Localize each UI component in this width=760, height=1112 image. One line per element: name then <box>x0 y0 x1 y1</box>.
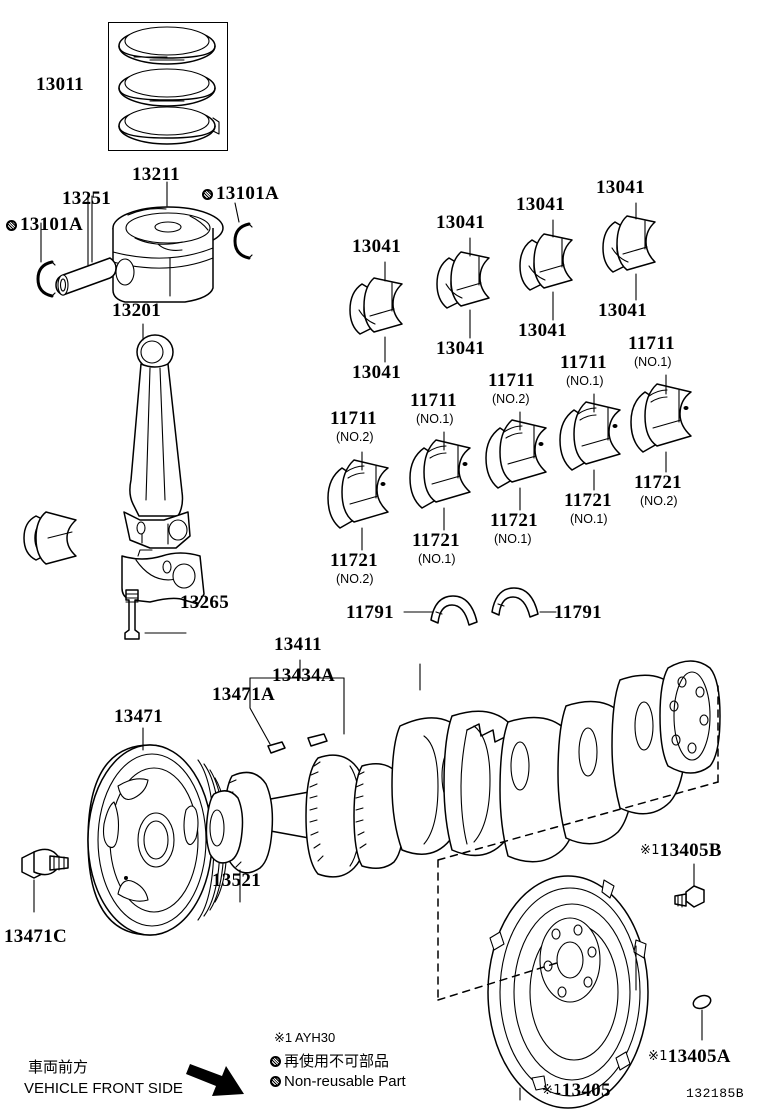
piston-pin-art <box>55 257 117 296</box>
label-main-bearing-4-upper: 11711 <box>560 352 607 373</box>
legend-nonreuse-en: Non-reusable Part <box>270 1073 406 1090</box>
piston-ring-box <box>108 22 228 151</box>
note-star-mark: ※1 <box>640 843 660 858</box>
label-main-bearing-3-upper: 11711 <box>488 370 535 391</box>
label-piston-ring-set: 13011 <box>36 74 84 95</box>
crankshaft-art <box>257 660 721 878</box>
snap-ring-left-art <box>36 260 56 298</box>
legend-nonreuse-ja: 再使用不可部品 <box>270 1050 389 1071</box>
label-connecting-rod-bolt: 13265 <box>180 592 229 613</box>
label-crank-key: 13471A <box>212 684 276 705</box>
label-main-bearing-5-upper-no: (NO.1) <box>634 355 672 369</box>
crank-sprocket-art <box>205 771 274 903</box>
label-flywheel: ※113405 <box>542 1080 611 1101</box>
label-crankshaft: 13411 <box>274 634 322 655</box>
label-piston: 13211 <box>132 164 180 185</box>
label-thrust-washer-left: 11791 <box>346 602 394 623</box>
non-reusable-dot-icon <box>6 220 17 231</box>
snap-ring-right-art <box>233 222 253 260</box>
label-pulley-bolt: 13471C <box>4 926 68 947</box>
flywheel-bolt-art <box>674 863 705 908</box>
connecting-rod-art <box>23 334 205 640</box>
piston-rings-art <box>118 26 220 145</box>
label-main-bearing-4-lower-no: (NO.1) <box>570 512 608 526</box>
label-main-bearing-4-upper-no: (NO.1) <box>566 374 604 388</box>
piston-art <box>112 206 224 303</box>
label-main-bearing-1-upper: 11711 <box>330 408 377 429</box>
label-rod-bearing-1-top: 13041 <box>352 236 401 257</box>
label-snap-ring-left: 13101A <box>6 214 83 236</box>
label-connecting-rod: 13201 <box>112 300 161 321</box>
non-reusable-dot-icon <box>270 1056 281 1067</box>
label-main-bearing-5-lower-no: (NO.2) <box>640 494 678 508</box>
thrust-washers-art <box>403 587 557 626</box>
front-arrow-art <box>186 1064 244 1096</box>
label-crank-pulley: 13471 <box>114 706 163 727</box>
note-star-mark: ※1 <box>542 1083 562 1098</box>
label-main-bearing-5-lower: 11721 <box>634 472 682 493</box>
flywheel-art <box>487 875 649 1109</box>
label-rod-bearing-4-bottom: 13041 <box>598 300 647 321</box>
label-main-bearing-3-upper-no: (NO.2) <box>492 392 530 406</box>
label-main-bearing-1-lower: 11721 <box>330 550 378 571</box>
rod-bearings-art <box>349 202 656 363</box>
label-main-bearing-2-upper: 11711 <box>410 390 457 411</box>
legend-front-en: VEHICLE FRONT SIDE <box>24 1080 183 1097</box>
label-rod-bearing-2-top: 13041 <box>436 212 485 233</box>
label-main-bearing-2-upper-no: (NO.1) <box>416 412 454 426</box>
label-main-bearing-2-lower: 11721 <box>412 530 460 551</box>
label-thrust-washer-right: 11791 <box>554 602 602 623</box>
label-main-bearing-5-upper: 11711 <box>628 333 675 354</box>
label-rod-bearing-2-bottom: 13041 <box>436 338 485 359</box>
label-main-bearing-3-lower: 11721 <box>490 510 538 531</box>
label-flywheel-bolt: ※113405B <box>640 840 722 861</box>
label-piston-pin: 13251 <box>62 188 111 209</box>
label-main-bearing-2-lower-no: (NO.1) <box>418 552 456 566</box>
label-main-bearing-4-lower: 11721 <box>564 490 612 511</box>
main-bearings-art <box>327 374 692 551</box>
label-rod-bearing-4-top: 13041 <box>596 177 645 198</box>
label-main-bearing-1-upper-no: (NO.2) <box>336 430 374 444</box>
label-crank-timing-gear: 13434A <box>272 665 336 686</box>
non-reusable-dot-icon <box>202 189 213 200</box>
label-main-bearing-1-lower-no: (NO.2) <box>336 572 374 586</box>
note-star-mark: ※1 <box>648 1049 668 1064</box>
legend-front-ja: 車両前方 <box>28 1058 89 1076</box>
label-main-bearing-3-lower-no: (NO.1) <box>494 532 532 546</box>
label-flywheel-pin: ※113405A <box>648 1046 731 1067</box>
label-rod-bearing-1-bottom: 13041 <box>352 362 401 383</box>
label-snap-ring-right: 13101A <box>202 183 279 205</box>
pulley-bolt-art <box>21 848 69 913</box>
legend-note-code: ※1 AYH30 <box>274 1030 336 1045</box>
flywheel-pin-art <box>692 994 712 1041</box>
label-rod-bearing-3-bottom: 13041 <box>518 320 567 341</box>
non-reusable-dot-icon <box>270 1076 281 1087</box>
label-crank-sprocket: 13521 <box>212 870 261 891</box>
diagram-id: 132185B <box>686 1086 745 1101</box>
label-rod-bearing-3-top: 13041 <box>516 194 565 215</box>
